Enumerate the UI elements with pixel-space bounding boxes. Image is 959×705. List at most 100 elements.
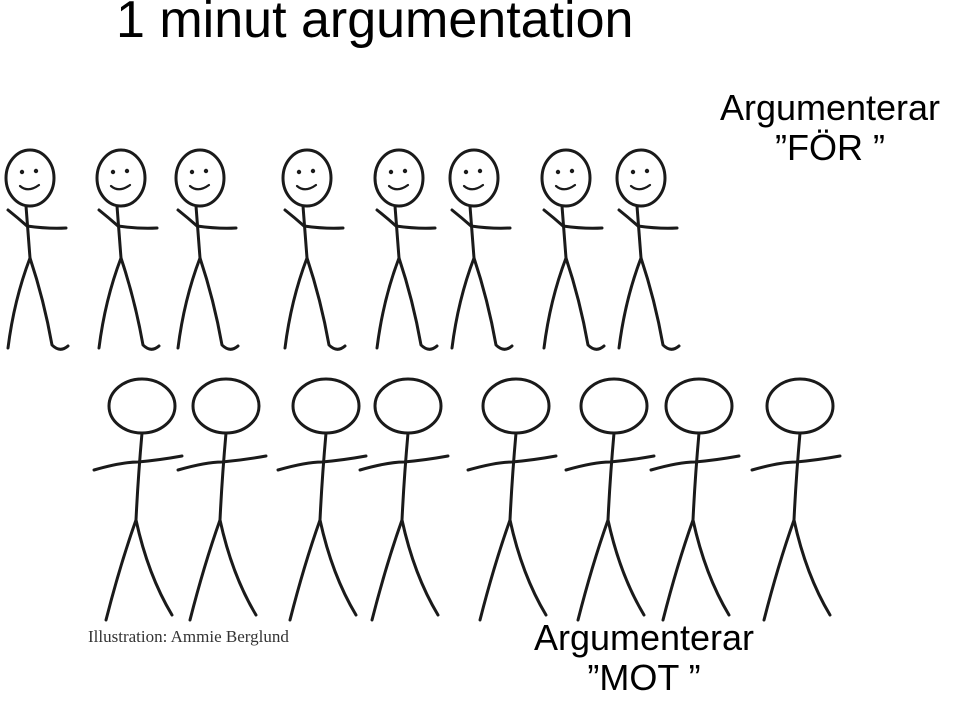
- label-argues-against: Argumenterar ”MOT ”: [510, 617, 778, 699]
- figure-body: [393, 204, 401, 260]
- figure-leg-right: [134, 518, 174, 617]
- smiling-stick-figure: [4, 148, 70, 351]
- figure-leg-left: [97, 256, 123, 350]
- figure-head: [579, 377, 649, 435]
- figure-eye: [203, 168, 209, 174]
- figure-arms: [450, 208, 512, 230]
- figure-head: [281, 148, 333, 208]
- figure-head: [540, 148, 592, 208]
- figure-eye: [19, 169, 25, 175]
- figure-leg-right: [305, 256, 347, 351]
- figure-head: [373, 377, 443, 435]
- figure-leg-left: [762, 518, 796, 622]
- figure-eye: [463, 169, 469, 175]
- label-for-line1: Argumenterar: [719, 87, 941, 128]
- figure-leg-left: [288, 518, 322, 622]
- slide-title: 1 minut argumentation: [116, 0, 634, 49]
- figure-leg-right: [639, 256, 681, 351]
- figure-leg-right: [564, 256, 606, 351]
- figure-body: [194, 204, 202, 260]
- plain-stick-figure: [750, 377, 842, 622]
- figure-arms: [617, 208, 679, 230]
- label-mot-line2: ”MOT ”: [587, 657, 701, 699]
- figure-leg-left: [283, 256, 309, 350]
- figure-body: [691, 431, 701, 522]
- figure-leg-left: [104, 518, 138, 622]
- figure-arms: [542, 208, 604, 230]
- figure-eye: [310, 168, 316, 174]
- figure-leg-left: [370, 518, 404, 622]
- figure-arms: [466, 454, 558, 472]
- smiling-stick-figure: [448, 148, 514, 351]
- figure-eye: [644, 168, 650, 174]
- figure-body: [301, 204, 309, 260]
- figure-arms: [176, 454, 268, 472]
- figure-leg-right: [218, 518, 258, 617]
- figure-eye: [630, 169, 636, 175]
- figure-arms: [97, 208, 159, 230]
- figure-eye: [124, 168, 130, 174]
- figure-smile: [18, 183, 41, 191]
- smiling-stick-figure: [174, 148, 240, 351]
- figure-arms: [750, 454, 842, 472]
- figure-head: [291, 377, 361, 435]
- figure-leg-left: [661, 518, 695, 622]
- figure-arms: [564, 454, 656, 472]
- plain-stick-figure: [466, 377, 558, 622]
- figure-smile: [387, 183, 410, 191]
- figure-head: [765, 377, 835, 435]
- figure-leg-right: [606, 518, 646, 617]
- label-mot-line1: Argumenterar: [533, 617, 755, 658]
- figure-eye: [388, 169, 394, 175]
- figure-body: [400, 431, 410, 522]
- smiling-stick-figure: [281, 148, 347, 351]
- figure-body: [134, 431, 144, 522]
- figure-arms: [276, 454, 368, 472]
- figure-smile: [462, 183, 485, 191]
- figure-leg-right: [198, 256, 240, 351]
- figure-leg-right: [792, 518, 832, 617]
- figure-smile: [629, 183, 652, 191]
- plain-stick-figure: [564, 377, 656, 622]
- figure-leg-left: [576, 518, 610, 622]
- figure-leg-left: [6, 256, 32, 350]
- figure-body: [508, 431, 518, 522]
- plain-stick-figure: [92, 377, 184, 622]
- figure-body: [318, 431, 328, 522]
- figure-body: [606, 431, 616, 522]
- label-for-line2: ”FÖR ”: [775, 127, 885, 169]
- figure-head: [615, 148, 667, 208]
- smiling-stick-figure: [95, 148, 161, 351]
- figure-leg-right: [508, 518, 548, 617]
- figure-leg-right: [119, 256, 161, 351]
- figure-head: [191, 377, 261, 435]
- smiling-stick-figure: [373, 148, 439, 351]
- figure-leg-left: [478, 518, 512, 622]
- figure-head: [174, 148, 226, 208]
- figure-eye: [33, 168, 39, 174]
- figure-head: [664, 377, 734, 435]
- figure-arms: [283, 208, 345, 230]
- figure-eye: [110, 169, 116, 175]
- figure-leg-right: [472, 256, 514, 351]
- figure-smile: [109, 183, 132, 191]
- figure-leg-left: [176, 256, 202, 350]
- smiling-stick-figure: [615, 148, 681, 351]
- figure-leg-left: [450, 256, 476, 350]
- figure-body: [792, 431, 802, 522]
- figure-leg-right: [691, 518, 731, 617]
- smiling-stick-figure: [540, 148, 606, 351]
- figure-body: [560, 204, 568, 260]
- figure-arms: [176, 208, 238, 230]
- figure-smile: [188, 183, 211, 191]
- figure-body: [468, 204, 476, 260]
- figure-head: [95, 148, 147, 208]
- figure-eye: [477, 168, 483, 174]
- figure-leg-left: [542, 256, 568, 350]
- plain-stick-figure: [358, 377, 450, 622]
- figure-eye: [555, 169, 561, 175]
- figure-smile: [554, 183, 577, 191]
- figure-arms: [6, 208, 68, 230]
- figure-head: [4, 148, 56, 208]
- figure-arms: [92, 454, 184, 472]
